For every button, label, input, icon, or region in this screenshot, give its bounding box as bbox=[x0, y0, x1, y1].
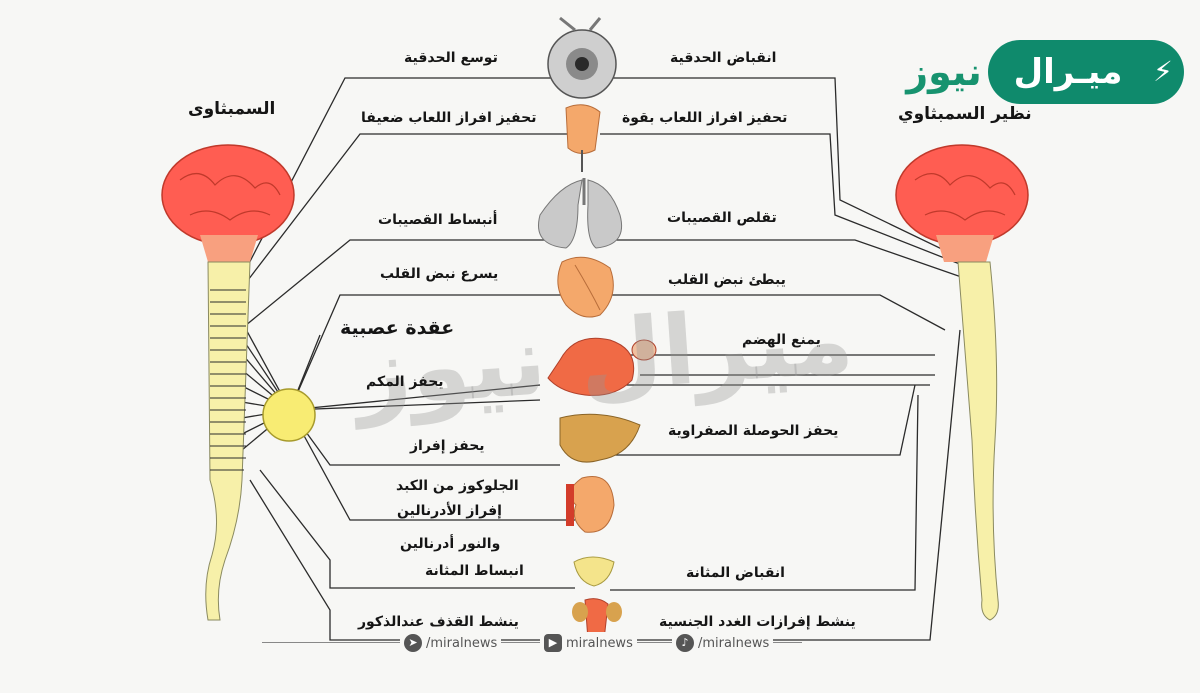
label-bronchi-relax: أنبساط القصيبات bbox=[378, 212, 497, 228]
ganglion-node bbox=[263, 389, 315, 441]
salivary-gland-organ bbox=[566, 105, 600, 172]
lungs-organ bbox=[538, 178, 621, 248]
parasympathetic-spinal-cord bbox=[958, 262, 998, 620]
label-heart-slower: يبطئ نبض القلب bbox=[668, 272, 786, 288]
label-heart-faster: يسرع نبض القلب bbox=[380, 266, 498, 282]
social-tiktok[interactable]: ♪ /miralnews bbox=[672, 632, 773, 654]
sympathetic-brain bbox=[162, 145, 294, 262]
stomach-organ bbox=[548, 338, 656, 395]
title-ganglion: عقدة عصبية bbox=[340, 318, 454, 340]
label-bladder-contract: انقباض المثانة bbox=[686, 565, 785, 581]
social-youtube[interactable]: ▶ miralnews bbox=[540, 632, 637, 654]
label-saliva-weak: تحفيز افراز اللعاب ضعيفا bbox=[361, 110, 536, 126]
logo-pill: ميـرال ⚡ bbox=[988, 40, 1184, 104]
social-handle: /miralnews bbox=[426, 636, 497, 651]
label-adrenaline: إفراز الأدرنالين bbox=[397, 503, 502, 519]
sympathetic-spinal-cord bbox=[206, 262, 250, 620]
social-footer: ➤ /miralnews ▶ miralnews ♪ /miralnews bbox=[262, 630, 822, 656]
heart-organ bbox=[558, 257, 614, 317]
label-stimulates-release: يحفز إفراز bbox=[410, 438, 485, 454]
social-handle: miralnews bbox=[566, 636, 633, 651]
brand-logo: ميـرال ⚡ نيوز bbox=[898, 40, 1188, 106]
label-stimulates-a: يحفز المكم bbox=[366, 374, 444, 390]
youtube-icon: ▶ bbox=[544, 634, 562, 652]
label-bronchi-constrict: تقلص القصيبات bbox=[667, 210, 777, 226]
label-pupil-constriction: انقباض الحدقية bbox=[670, 50, 776, 66]
title-parasympathetic: نظير السمبثاوي bbox=[898, 105, 1032, 125]
label-pupil-dilation: توسع الحدقية bbox=[404, 50, 498, 66]
label-gallbladder: يحفز الحوصلة الصفراوية bbox=[668, 423, 838, 439]
eye-organ bbox=[548, 18, 616, 98]
label-ejaculation: ينشط القذف عندالذكور bbox=[358, 614, 519, 630]
logo-word: نيوز bbox=[898, 42, 990, 104]
social-handle: /miralnews bbox=[698, 636, 769, 651]
logo-pill-text: ميـرال bbox=[988, 40, 1148, 104]
telegram-icon: ➤ bbox=[404, 634, 422, 652]
label-saliva-strong: تحفيز افراز اللعاب بقوة bbox=[622, 110, 787, 126]
label-bladder-relax: انبساط المثانة bbox=[425, 563, 524, 579]
parasympathetic-brain bbox=[896, 145, 1028, 262]
bladder-organ bbox=[574, 557, 614, 586]
social-telegram[interactable]: ➤ /miralnews bbox=[400, 632, 501, 654]
label-glucose-liver: الجلوكوز من الكبد bbox=[396, 478, 519, 494]
label-sex-glands: ينشط إفرازات الغدد الجنسية bbox=[659, 614, 856, 630]
label-digestion-inhibit: يمنع الهضم bbox=[742, 332, 821, 348]
lightning-bolt-icon: ⚡ bbox=[1148, 54, 1178, 90]
title-sympathetic: السمبثاوى bbox=[188, 100, 275, 120]
label-noradrenaline: والنور أدرنالين bbox=[400, 536, 500, 552]
tiktok-icon: ♪ bbox=[676, 634, 694, 652]
kidney-adrenal-organ bbox=[566, 477, 614, 533]
